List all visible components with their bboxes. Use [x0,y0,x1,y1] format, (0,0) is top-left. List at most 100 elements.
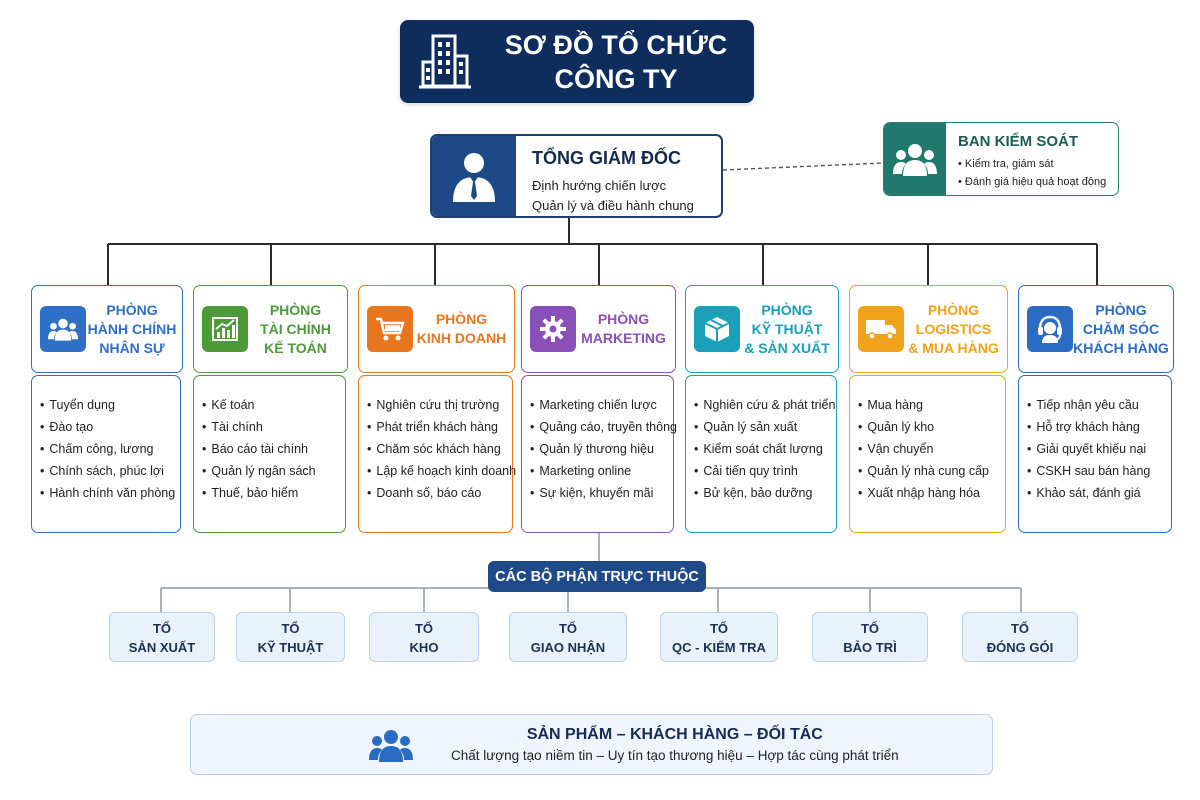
department-name: PHÒNG TÀI CHÍNH KẾ TOÁN [248,301,347,358]
department-task-list: Tiếp nhận yêu cầuHỗ trợ khách hàngGiải q… [1018,375,1172,533]
department-name: PHÒNG KỸ THUẬT & SẢN XUẤT [740,301,838,358]
department-name-line: & SẢN XUẤT [744,339,830,356]
task-item: Nghiên cứu thị trường [367,394,512,416]
people-icon [40,306,86,352]
department-header: PHÒNG TÀI CHÍNH KẾ TOÁN [193,285,348,373]
task-item: Thuế, bảo hiểm [202,482,345,504]
department-name-line: PHÒNG [597,311,650,327]
department-name: PHÒNG LOGISTICS & MUA HÀNG [904,301,1007,358]
task-item: Sự kiện, khuyến mãi [530,482,673,504]
headset-icon [1027,306,1073,352]
department-name-line: LOGISTICS [915,320,992,337]
department-name-line: PHÒNG [927,301,980,318]
team-label-line: GIAO NHẬN [530,640,606,655]
control-board-box: BAN KIỂM SOÁT • Kiểm tra, giám sát • Đán… [883,122,1119,196]
department-task-list: Marketing chiến lượcQuảng cáo, truyền th… [521,375,677,533]
team-label-line: KHO [409,640,439,655]
task-item: Báo cáo tài chính [202,438,345,460]
task-item: Vận chuyển [858,438,1005,460]
task-item: Chăm sóc khách hàng [367,438,512,460]
team-label-line: TỔ [281,621,300,636]
department-name-line: CHĂM SÓC [1082,320,1160,337]
task-item: Hỗ trợ khách hàng [1027,416,1171,438]
box-icon [694,306,740,352]
department-task-list: Tuyển dụngĐào tạoChấm công, lươngChính s… [31,375,181,533]
department-task-list: Nghiên cứu thị trườngPhát triển khách hà… [358,375,516,533]
task-item: CSKH sau bán hàng [1027,460,1171,482]
task-item: Tài chính [202,416,345,438]
team-label-line: TỔ [152,621,172,636]
chart-icon [202,306,248,352]
department-task-list: Kế toánTài chínhBáo cáo tài chínhQuản lý… [193,375,346,533]
task-item: Doanh số, báo cáo [367,482,512,504]
department-header: PHÒNG LOGISTICS & MUA HÀNG [849,285,1008,373]
control-board-title: BAN KIỂM SOÁT [958,133,1078,150]
department-name-line: & MUA HÀNG [908,339,999,356]
department-name-line: PHÒNG [269,301,322,318]
department-name-line: PHÒNG [761,301,813,318]
task-item: Bử kện, bảo dưỡng [694,482,836,504]
task-item: Chính sách, phúc lợi [40,460,180,482]
title-line-2: CÔNG TY [554,63,678,94]
task-item: Đào tạo [40,416,180,438]
department-name-line: TÀI CHÍNH [260,320,331,337]
department-name-line: HÀNH CHÍNH [87,320,177,337]
department-name-line: PHÒNG [435,311,488,327]
department-name-line: MARKETING [581,330,666,346]
team-label-line: TỔ [414,621,434,636]
task-item: Marketing online [530,460,673,482]
department-name-line: PHÒNG [106,301,158,318]
task-item: Quản lý nhà cung cấp [858,460,1005,482]
task-item: Tiếp nhận yêu cầu [1027,394,1171,416]
team-label-line: TỔ [709,621,729,636]
department-task-list: Mua hàngQuản lý khoVận chuyểnQuản lý nhà… [849,375,1006,533]
task-item: Kiểm soát chất lượng [694,438,836,460]
team-label-line: TỔ [860,621,880,636]
task-item: Lập kế hoạch kinh doanh [367,460,516,482]
task-item: Tuyển dụng [40,394,180,416]
ceo-title: TỔNG GIÁM ĐỐC [532,148,681,168]
task-item: Khảo sát, đánh giá [1027,482,1171,504]
partners-icon [331,728,451,762]
department-name-line: KỸ THUẬT [751,320,823,337]
task-item: Quản lý kho [858,416,1005,438]
team-label-line: SẢN XUẤT [128,640,196,655]
gear-icon [530,306,576,352]
building-icon [400,34,490,90]
task-item: Chấm công, lương [40,438,180,460]
team-label-line: QC - KIỂM TRA [672,640,766,655]
department-task-list: Nghiên cứu & phát triểnQuản lý sản xuấtK… [685,375,837,533]
task-item: Quản lý ngân sách [202,460,345,482]
task-item: Hành chính văn phòng [40,482,180,504]
task-item: Nghiên cứu & phát triển [694,394,836,416]
task-item: Xuất nhập hàng hóa [858,482,1005,504]
title-line-1: SƠ ĐỒ TỔ CHỨC [504,29,728,60]
task-item: Kế toán [202,394,345,416]
footer-banner: SẢN PHẨM – KHÁCH HÀNG – ĐỐI TÁC Chất lượ… [190,714,993,775]
task-item: Mua hàng [858,394,1005,416]
chart-title-box: SƠ ĐỒ TỔ CHỨC CÔNG TY [400,20,754,103]
team-box: TỔ SẢN XUẤT [109,612,215,662]
sub-units-title: CÁC BỘ PHẬN TRỰC THUỘC [488,561,706,592]
executive-icon [432,136,516,216]
team-label-line: TỔ [558,621,578,636]
department-header: PHÒNG MARKETING [521,285,676,373]
footer-title: SẢN PHẨM – KHÁCH HÀNG – ĐỐI TÁC [526,726,823,743]
ceo-line-2: Quản lý và điều hành chung [532,198,694,213]
department-name-line: KẾ TOÁN [264,339,327,356]
ceo-box: TỔNG GIÁM ĐỐC Định hướng chiến lược Quản… [430,134,723,218]
team-box: TỔ QC - KIỂM TRA [660,612,778,662]
department-name: PHÒNG MARKETING [576,310,675,348]
task-item: Phát triển khách hàng [367,416,512,438]
team-label-line: ĐÓNG GÓI [986,640,1054,655]
team-label-line: TỔ [1010,621,1030,636]
ceo-line-1: Định hướng chiến lược [532,178,667,193]
group-icon [884,123,946,195]
team-box: TỔ GIAO NHẬN [509,612,627,662]
cart-icon [367,306,413,352]
